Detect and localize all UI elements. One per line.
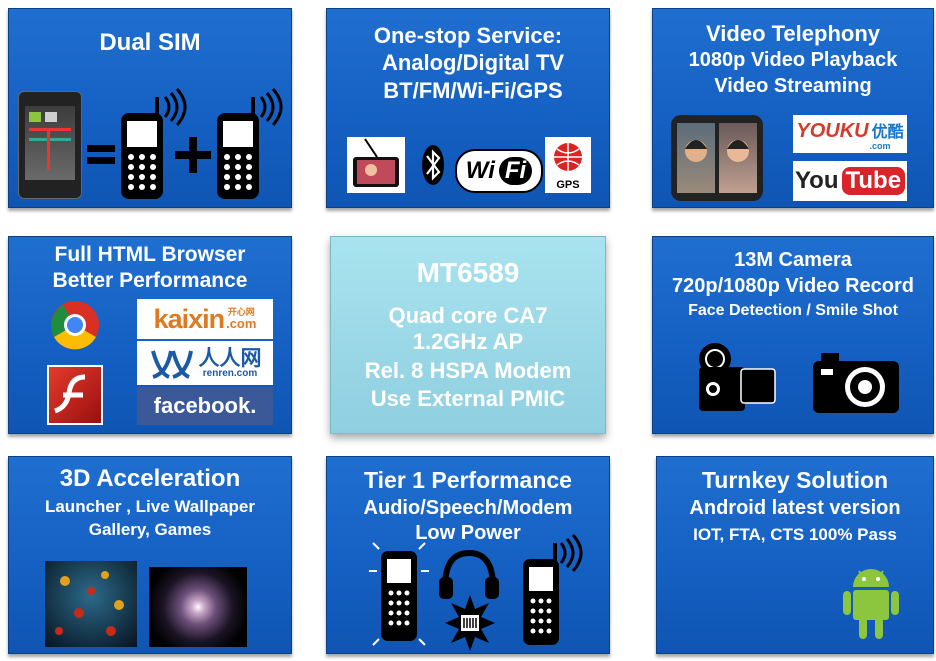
tile-line: Low Power xyxy=(415,522,521,545)
flash-icon xyxy=(47,365,103,425)
tile-line: Full HTML Browser xyxy=(54,243,246,266)
video-call-phone-icon xyxy=(671,115,763,201)
bluetooth-icon xyxy=(422,145,444,185)
tile-line: Audio/Speech/Modem xyxy=(363,497,573,520)
tile-line: Video Telephony xyxy=(706,21,880,46)
kaixin-label: kaixin xyxy=(153,303,226,334)
youtube-logo: You Tube xyxy=(793,161,907,201)
tile-one-stop-service: One-stop Service: Analog/Digital TV BT/F… xyxy=(326,8,610,208)
chip-title: MT6589 xyxy=(416,257,520,288)
chip-line: Quad core CA7 xyxy=(388,303,548,329)
tv-phone-icon xyxy=(347,137,405,193)
tile-browser: Full HTML Browser Better Performance kai… xyxy=(8,236,292,434)
equals-icon xyxy=(87,145,115,164)
tile-title: Dual SIM xyxy=(99,29,201,56)
chip-line: 1.2GHz AP xyxy=(412,329,524,355)
youtube-label-tube: Tube xyxy=(841,167,906,195)
photo-camera-icon xyxy=(813,353,899,413)
tile-line: 720p/1080p Video Record xyxy=(672,275,914,297)
tile-video: Video Telephony 1080p Video Playback Vid… xyxy=(652,8,934,208)
tile-line: Analog/Digital TV xyxy=(381,50,565,76)
chip-line: Use External PMIC xyxy=(370,386,566,412)
tile-line: 13M Camera xyxy=(734,249,852,271)
tile-line: Launcher , Live Wallpaper xyxy=(44,496,256,516)
android-robot-icon xyxy=(843,569,899,639)
renren-logo: 人人网 renren.com xyxy=(137,341,273,385)
facebook-logo: facebook. xyxy=(137,387,273,425)
chip-icon xyxy=(445,595,495,651)
center-chip-panel: MT6589 Quad core CA7 1.2GHz AP Rel. 8 HS… xyxy=(330,236,606,434)
galaxy-wallpaper-image xyxy=(149,567,247,647)
youku-label: YOUKU xyxy=(796,119,869,142)
leaves-wallpaper-image xyxy=(45,561,137,647)
android-phone-icon xyxy=(18,91,82,199)
cellphone-icon xyxy=(121,88,187,199)
gps-icon: GPS xyxy=(545,137,591,193)
youku-logo: YOUKU 优酷 .com xyxy=(793,115,907,153)
tile-line: Tier 1 Performance xyxy=(364,467,572,493)
vibrating-phone-icon xyxy=(369,542,429,646)
tile-line: 3D Acceleration xyxy=(59,465,241,492)
chip-line: Rel. 8 HSPA Modem xyxy=(364,357,572,383)
tile-line: Turnkey Solution xyxy=(701,467,889,493)
tile-line: Gallery, Games xyxy=(88,520,212,540)
tile-line: Face Detection / Smile Shot xyxy=(688,302,898,319)
youtube-label: You xyxy=(794,167,839,194)
kaixin-logo: kaixin 开心网 .com xyxy=(137,299,273,339)
cellphone-icon xyxy=(217,88,283,199)
youku-label-cn: 优酷 xyxy=(871,123,904,141)
wifi-logo-right: Fi xyxy=(498,157,533,185)
tile-turnkey-solution: Turnkey Solution Android latest version … xyxy=(656,456,934,654)
facebook-label: facebook. xyxy=(153,393,257,418)
cellphone-icon xyxy=(523,534,583,645)
tile-line: IOT, FTA, CTS 100% Pass xyxy=(693,525,897,545)
gps-label: GPS xyxy=(556,179,580,191)
video-camera-icon xyxy=(699,343,776,411)
tile-tier1-performance: Tier 1 Performance Audio/Speech/Modem Lo… xyxy=(326,456,610,654)
wifi-logo: Wi Fi xyxy=(455,149,543,193)
tile-dual-sim: Dual SIM xyxy=(8,8,292,208)
tile-line: BT/FM/Wi-Fi/GPS xyxy=(383,77,563,103)
renren-domain: renren.com xyxy=(202,367,258,379)
chrome-icon xyxy=(51,301,99,350)
tile-camera: 13M Camera 720p/1080p Video Record Face … xyxy=(652,236,934,434)
kaixin-label-cn: 开心网 xyxy=(227,307,255,317)
tile-line: One-stop Service: xyxy=(373,23,563,48)
wifi-logo-left: Wi xyxy=(465,157,495,184)
tile-line: Android latest version xyxy=(689,497,901,520)
tile-3d-acceleration: 3D Acceleration Launcher , Live Wallpape… xyxy=(8,456,292,654)
kaixin-domain: .com xyxy=(226,316,257,331)
youku-domain: .com xyxy=(869,140,891,151)
tile-line: Better Performance xyxy=(52,269,248,293)
plus-icon xyxy=(175,137,211,173)
tile-line: 1080p Video Playback xyxy=(688,49,898,72)
renren-label-cn: 人人网 xyxy=(198,346,262,370)
headphones-icon xyxy=(439,549,499,599)
tile-line: Video Streaming xyxy=(714,75,872,98)
